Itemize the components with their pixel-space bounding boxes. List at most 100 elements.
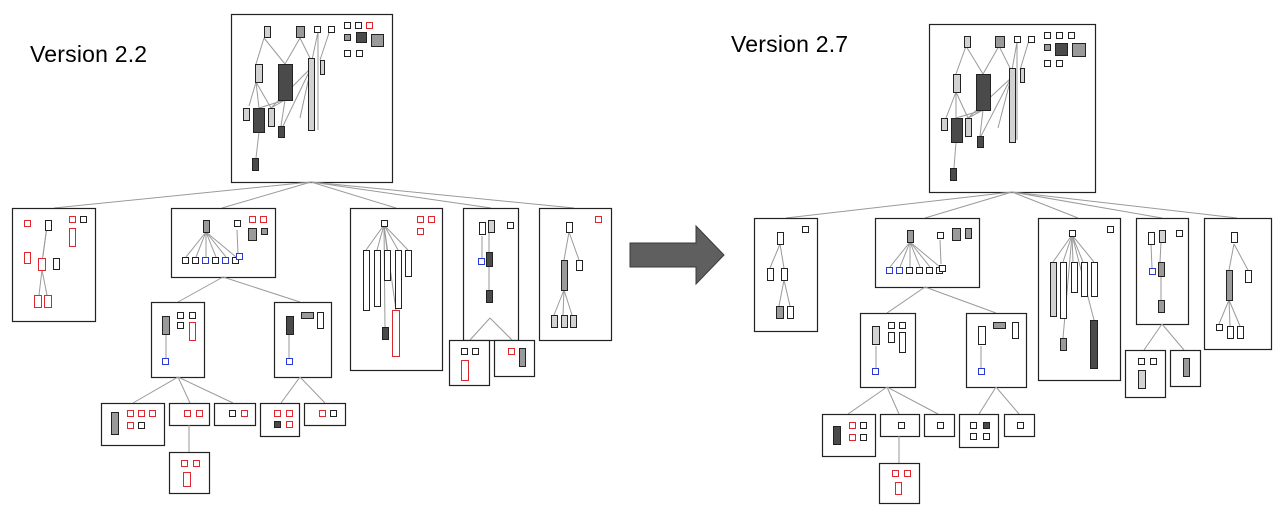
- root-edge: [310, 181, 575, 209]
- node: [371, 34, 384, 47]
- node: [1044, 60, 1051, 67]
- node: [1176, 230, 1183, 237]
- node: [278, 64, 293, 101]
- edge: [319, 29, 331, 61]
- edge: [489, 317, 513, 341]
- edge: [258, 99, 286, 109]
- edge: [886, 386, 900, 415]
- node: [1069, 230, 1076, 237]
- node: [916, 267, 923, 274]
- node: [234, 220, 241, 227]
- edge: [847, 386, 888, 415]
- node: [576, 260, 583, 271]
- edge: [185, 231, 207, 258]
- edge: [995, 386, 1020, 415]
- edge: [280, 99, 286, 127]
- node: [417, 216, 424, 223]
- edge: [299, 376, 326, 404]
- node: [344, 34, 351, 41]
- node: [1060, 262, 1067, 319]
- edge: [177, 376, 191, 404]
- edge: [945, 91, 957, 119]
- edge: [1159, 241, 1162, 263]
- edge: [1062, 234, 1073, 339]
- edge: [1218, 299, 1230, 325]
- edge: [1052, 234, 1073, 263]
- node: [926, 267, 933, 274]
- node: [286, 358, 293, 365]
- root-edge: [1011, 191, 1163, 219]
- edge: [889, 241, 911, 268]
- node: [222, 257, 229, 264]
- node: [472, 348, 479, 355]
- node: [777, 232, 784, 245]
- edge: [553, 289, 565, 316]
- edge: [38, 269, 43, 296]
- node: [1072, 43, 1086, 57]
- node: [1150, 358, 1157, 365]
- edge: [365, 224, 385, 251]
- node: [519, 348, 526, 367]
- node: [1091, 262, 1098, 297]
- node: [181, 460, 188, 467]
- node: [1055, 43, 1068, 56]
- node: [1009, 68, 1016, 143]
- node: [1226, 270, 1233, 301]
- node: [939, 265, 946, 272]
- node: [899, 332, 906, 353]
- node: [374, 250, 381, 307]
- node: [1050, 262, 1057, 317]
- edge: [383, 224, 409, 251]
- node: [888, 322, 895, 329]
- node: [1014, 36, 1021, 43]
- node: [566, 222, 573, 233]
- node: [899, 322, 906, 329]
- node: [1068, 32, 1075, 39]
- node: [951, 118, 963, 143]
- edge: [1233, 243, 1249, 271]
- node: [261, 228, 268, 235]
- edge: [939, 239, 942, 265]
- node: [1216, 324, 1223, 331]
- root-edge: [310, 181, 397, 209]
- root-edge: [785, 191, 1013, 219]
- node: [767, 268, 774, 281]
- node: [1149, 268, 1156, 275]
- node: [970, 422, 977, 429]
- node: [1158, 262, 1165, 277]
- node: [983, 433, 990, 440]
- panel-h-v27: [1124, 349, 1167, 399]
- node: [860, 422, 867, 429]
- node: [69, 228, 76, 247]
- node: [1017, 422, 1024, 429]
- node: [978, 326, 986, 345]
- node: [898, 422, 905, 429]
- panel-h-v22: [448, 339, 491, 387]
- node: [993, 322, 1006, 329]
- node: [38, 258, 46, 271]
- node: [1090, 320, 1098, 369]
- edge: [132, 376, 179, 404]
- node: [249, 216, 256, 223]
- node: [1020, 68, 1025, 83]
- edge: [236, 229, 239, 255]
- edge: [909, 241, 921, 268]
- edge: [255, 131, 260, 159]
- root-edge: [924, 191, 1013, 219]
- edge: [886, 386, 939, 415]
- node: [1245, 270, 1252, 283]
- node: [177, 312, 184, 319]
- edge: [979, 109, 984, 137]
- node: [941, 118, 948, 131]
- node: [193, 460, 200, 467]
- node: [162, 316, 170, 335]
- panel-b-v22: [170, 207, 277, 279]
- edge: [1143, 323, 1163, 351]
- node: [182, 257, 189, 264]
- node: [561, 260, 568, 291]
- node: [127, 422, 134, 429]
- panel-m-v27: [958, 413, 1000, 449]
- edge: [280, 376, 301, 404]
- edge: [978, 386, 997, 415]
- edge: [899, 241, 911, 268]
